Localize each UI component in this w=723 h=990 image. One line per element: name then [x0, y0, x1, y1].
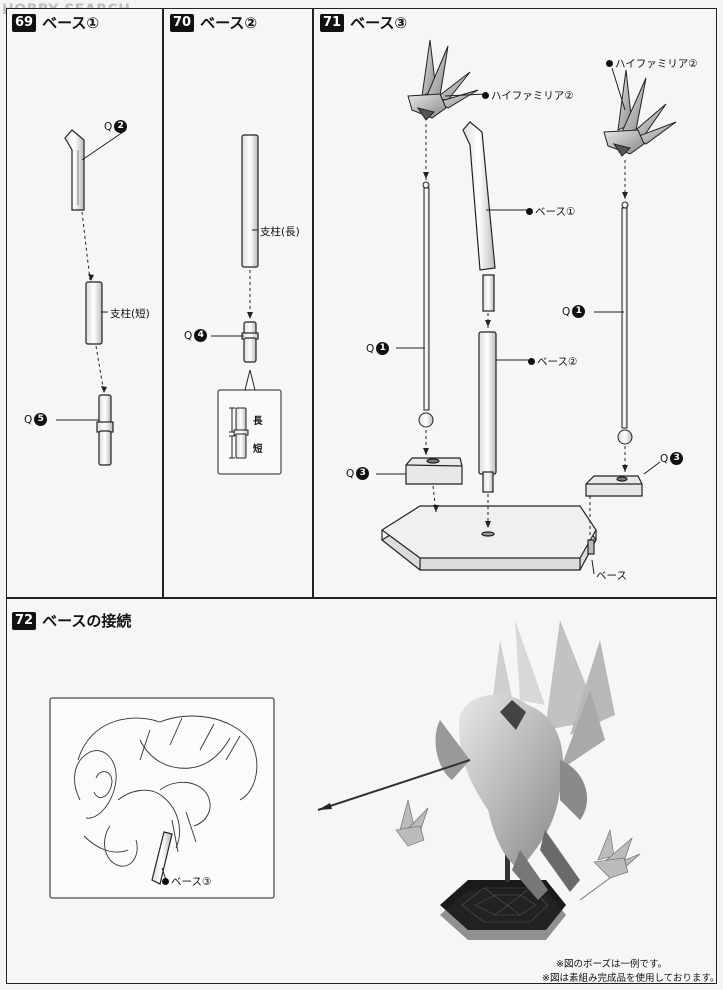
label-hyfamilia-right: ハイファミリア②: [606, 56, 698, 71]
pointer-dot: [162, 878, 169, 885]
label-base3: ベース③: [162, 874, 211, 889]
part-prefix: Q: [24, 413, 33, 426]
step-number: 69: [12, 13, 37, 32]
figure-photo: [317, 620, 641, 940]
step-header-71: 71 ベース③: [320, 12, 407, 33]
step-number: 70: [170, 13, 195, 32]
part-number: 3: [356, 467, 370, 480]
step-header-72: 72 ベースの接続: [12, 610, 131, 631]
part-number: 3: [670, 452, 684, 465]
note-pose: ※図のポーズは一例です。: [556, 959, 668, 970]
part-name: ハイファミリア②: [491, 90, 574, 102]
inset-detail-box: [49, 697, 275, 899]
label-q3-right: Q 3: [660, 452, 684, 465]
label-base: ベース: [596, 570, 627, 582]
pointer-dot: [606, 60, 613, 67]
part-number: 4: [194, 329, 208, 342]
step-title: ベースの接続: [42, 612, 132, 630]
panel-step-69: [6, 8, 163, 598]
part-number: 1: [376, 342, 390, 355]
display-base-illustration: [380, 505, 597, 571]
part-prefix: Q: [562, 305, 571, 318]
hyfamilia-right-illustration: [603, 69, 677, 157]
step-title: ベース①: [42, 14, 100, 32]
part-prefix: Q: [184, 329, 193, 342]
hyfamilia-left-illustration: [407, 39, 479, 121]
label-q4: Q 4: [184, 329, 208, 342]
label-base2: ベース②: [528, 354, 577, 369]
part-name: ベース①: [535, 206, 576, 218]
part-name: ハイファミリア②: [615, 58, 698, 70]
label-q2: Q 2: [104, 120, 128, 133]
step-title: ベース②: [200, 14, 258, 32]
label-q3-left: Q 3: [346, 467, 370, 480]
pointer-dot: [482, 92, 489, 99]
part-prefix: Q: [104, 120, 113, 133]
step-title: ベース③: [350, 14, 408, 32]
inset-line-art: [74, 715, 258, 867]
note-completed: ※図は素組み完成品を使用しております。: [542, 973, 720, 984]
label-q5: Q 5: [24, 413, 48, 426]
label-hyfamilia-left: ハイファミリア②: [482, 88, 574, 103]
step-number: 72: [12, 611, 37, 630]
label-naga: 長: [253, 416, 263, 427]
step69-parts: [64, 129, 114, 466]
panel-step-71: [313, 8, 717, 598]
part-prefix: Q: [366, 342, 375, 355]
panel-step-70: [163, 8, 313, 598]
label-shichu-tan: 支柱(短): [110, 308, 150, 320]
pointer-dot: [526, 208, 533, 215]
step-number: 71: [320, 13, 345, 32]
part-name: ベース②: [537, 356, 578, 368]
step-header-69: 69 ベース①: [12, 12, 99, 33]
label-tan: 短: [253, 444, 263, 455]
label-base1: ベース①: [526, 204, 575, 219]
label-shichu-naga: 支柱(長): [260, 226, 300, 238]
label-q1-right: Q 1: [562, 305, 586, 318]
label-q1-left: Q 1: [366, 342, 390, 355]
pointer-dot: [528, 358, 535, 365]
part-number: 2: [114, 120, 128, 133]
part-number: 1: [572, 305, 586, 318]
part-prefix: Q: [660, 452, 669, 465]
step-header-70: 70 ベース②: [170, 12, 257, 33]
part-number: 5: [34, 413, 48, 426]
step70-parts: [241, 134, 259, 363]
part-name: ベース③: [171, 876, 212, 888]
part-prefix: Q: [346, 467, 355, 480]
